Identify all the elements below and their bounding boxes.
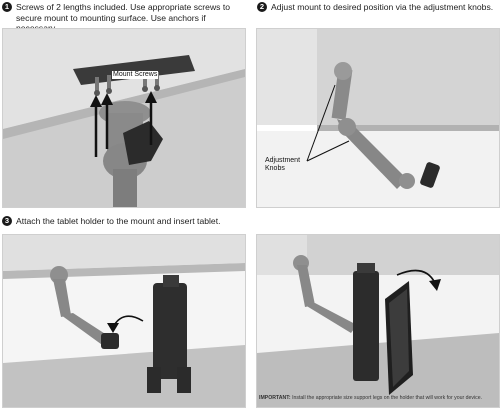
mount-screws-label: Mount Screws [112, 71, 159, 79]
step-2-caption: 2 Adjust mount to desired position via t… [257, 2, 497, 13]
important-label: IMPORTANT: [259, 395, 291, 401]
mount-screws-illustration [3, 29, 245, 207]
panel-attach-holder [2, 234, 246, 408]
important-text: Install the appropriate size support leg… [292, 395, 483, 401]
step-3-caption: 3 Attach the tablet holder to the mount … [2, 216, 482, 227]
attach-holder-illustration [3, 235, 245, 407]
insert-tablet-illustration [257, 235, 499, 407]
step-2-number: 2 [257, 2, 267, 12]
step-3-text: Attach the tablet holder to the mount an… [16, 216, 221, 226]
step-2-text: Adjust mount to desired position via the… [271, 2, 494, 12]
adjustment-knobs-illustration [257, 29, 499, 207]
panel-adjustment-knobs: Adjustment Knobs [256, 28, 500, 208]
step-1-number: 1 [2, 2, 12, 12]
adjustment-knobs-label: Adjustment Knobs [265, 157, 301, 172]
important-note: IMPORTANT: Install the appropriate size … [259, 395, 482, 401]
panel-mount-screws: Mount Screws [2, 28, 246, 208]
panel-insert-tablet: IMPORTANT: Install the appropriate size … [256, 234, 500, 408]
step-3-number: 3 [2, 216, 12, 226]
